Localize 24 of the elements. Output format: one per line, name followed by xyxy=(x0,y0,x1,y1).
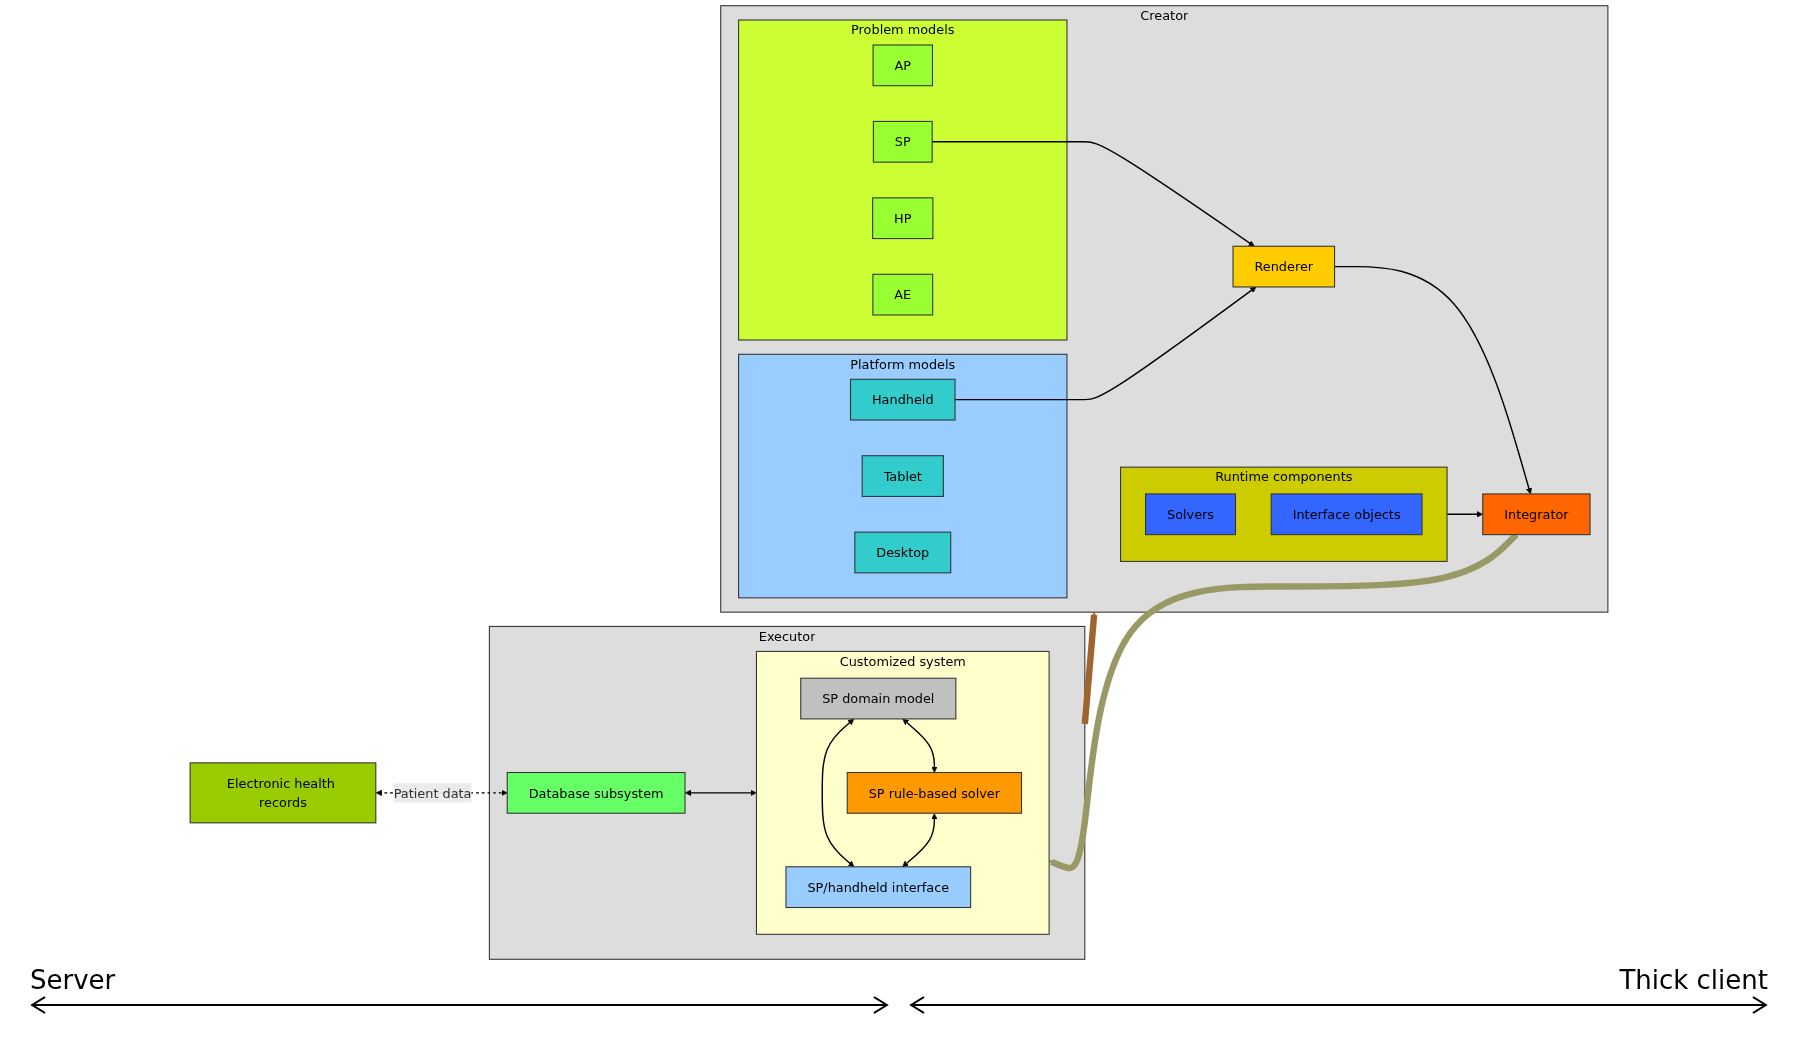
node-box: AE xyxy=(872,273,934,316)
node-box: HP xyxy=(872,197,934,240)
side-label: Thick client xyxy=(1619,965,1768,995)
node-box: Database subsystem xyxy=(506,771,686,814)
node-box: SP xyxy=(872,120,933,163)
node-box: Renderer xyxy=(1232,245,1336,288)
node-box: Handheld xyxy=(850,378,956,421)
node-box: SP rule-based solver xyxy=(846,771,1023,814)
arrow xyxy=(902,718,938,773)
node-box: Electronic health records xyxy=(189,762,377,824)
node-box: Tablet xyxy=(861,455,944,497)
arrow xyxy=(685,789,757,796)
arrow xyxy=(902,813,938,868)
node-box: Solvers xyxy=(1145,493,1237,536)
arrow xyxy=(1081,611,1098,725)
edge-label: Patient data xyxy=(393,785,472,801)
node-box: Desktop xyxy=(854,531,952,574)
node-box: Interface objects xyxy=(1270,493,1423,536)
node-box: AP xyxy=(872,44,933,87)
node-box: Integrator xyxy=(1482,493,1591,536)
node-box: SP domain model xyxy=(800,677,957,720)
side-label: Server xyxy=(30,965,117,995)
arrow xyxy=(821,718,855,868)
node-box: SP/handheld interface xyxy=(785,866,972,909)
